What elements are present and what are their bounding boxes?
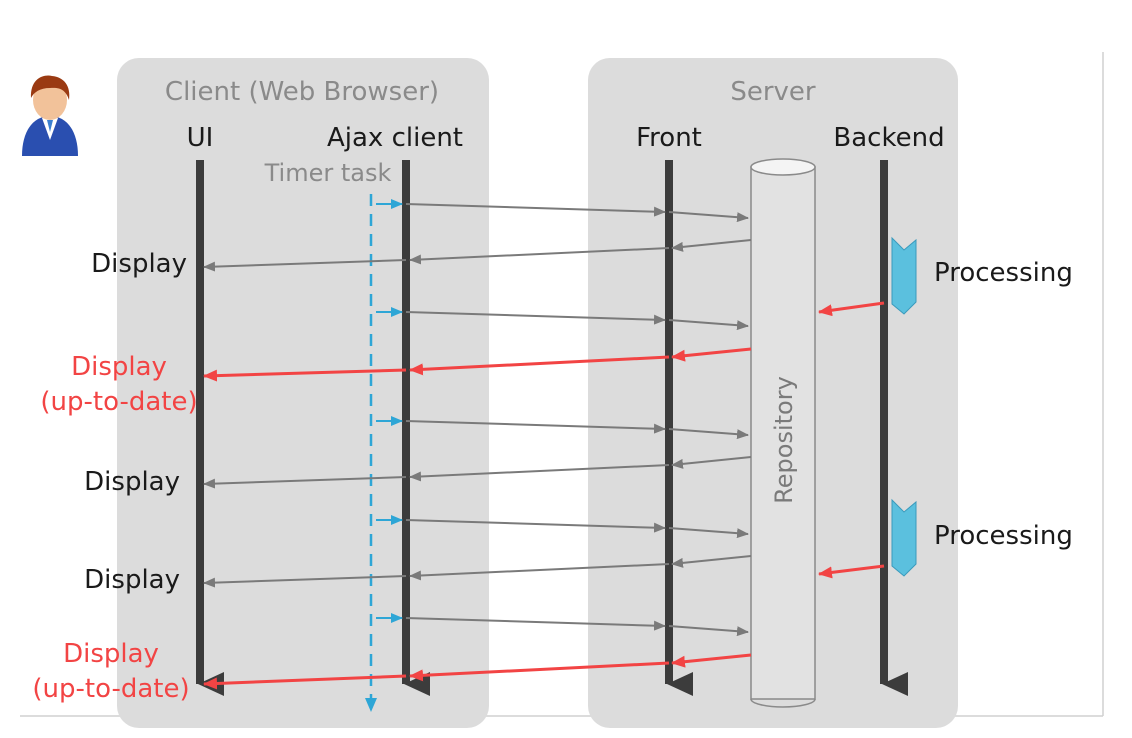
update-response-message: [671, 347, 752, 362]
response-message: [671, 555, 752, 568]
response-message: [409, 563, 670, 581]
user-icon: [22, 75, 78, 156]
response-message: [203, 259, 407, 272]
update-response-message: [409, 355, 670, 376]
response-message: [409, 464, 670, 482]
response-message: [409, 247, 670, 265]
response-message: [671, 239, 752, 252]
request-message: [405, 203, 666, 217]
display-label: Display: [84, 467, 180, 497]
update-response-message: [203, 674, 407, 690]
request-message: [405, 519, 666, 533]
display-label: Display: [91, 249, 187, 279]
request-message: [668, 211, 749, 223]
processing-label: Processing: [934, 521, 1073, 551]
request-message: [405, 420, 666, 434]
update-message: [818, 301, 885, 317]
update-response-message: [203, 368, 407, 382]
lane-label-ui: UI: [187, 123, 214, 153]
request-message: [405, 617, 666, 631]
processing-chevron: [891, 498, 917, 577]
display-label: Display: [84, 565, 180, 595]
lane-label-ajax-client: Ajax client: [327, 123, 463, 153]
processing-label: Processing: [934, 258, 1073, 288]
request-message: [668, 625, 749, 637]
update-message: [818, 564, 885, 579]
update-response-message: [671, 653, 752, 668]
timer-task-arrowhead: [365, 698, 377, 712]
repository-cylinder: [750, 158, 816, 708]
display-label-up-to-date: (up-to-date): [32, 674, 189, 704]
client-panel: [117, 58, 489, 728]
request-message: [668, 428, 749, 440]
request-message: [405, 311, 666, 325]
display-label-up-to-date: (up-to-date): [40, 387, 197, 417]
response-message: [671, 456, 752, 469]
lane-label-backend: Backend: [833, 123, 944, 153]
server-panel-title: Server: [730, 77, 816, 107]
response-message: [203, 575, 407, 588]
update-response-message: [409, 661, 670, 682]
repository-label: Repository: [770, 376, 798, 504]
request-message: [668, 319, 749, 331]
client-panel-title: Client (Web Browser): [165, 77, 439, 107]
request-message: [668, 527, 749, 539]
display-label-up-to-date: Display: [63, 639, 159, 669]
processing-chevron: [891, 236, 917, 315]
display-label-up-to-date: Display: [71, 352, 167, 382]
response-message: [203, 476, 407, 489]
lane-label-timer-task: Timer task: [264, 159, 392, 187]
lane-label-front: Front: [636, 123, 702, 153]
